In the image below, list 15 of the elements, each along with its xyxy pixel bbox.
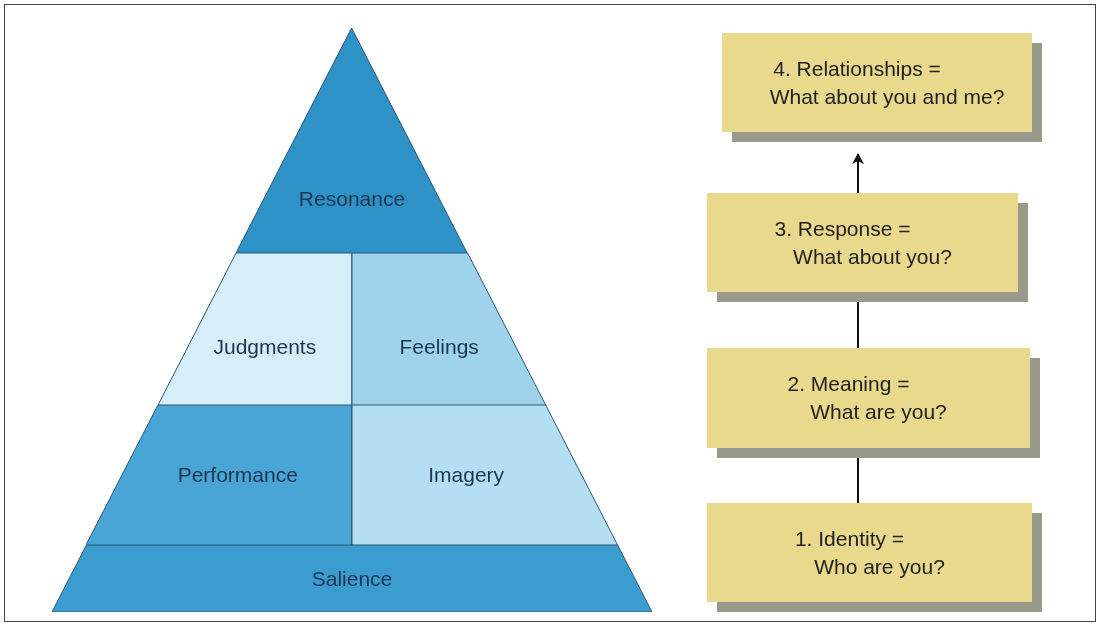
step-question: What about you? (793, 243, 952, 270)
step-title: 2. Meaning = (787, 371, 910, 397)
segment-label: Performance (177, 463, 298, 487)
segment-label: Resonance (298, 187, 406, 211)
step-title: 4. Relationships = (773, 55, 941, 82)
segment-label: Judgments (213, 335, 317, 360)
segment-label: Imagery (428, 463, 505, 487)
segment-label: Feelings (399, 335, 479, 360)
step-question: What are you? (810, 399, 947, 425)
step-question: What about you and me? (769, 83, 1005, 110)
step-title: 3. Response = (774, 215, 911, 242)
segment-label: Salience (311, 566, 393, 591)
arrow (852, 153, 864, 194)
step-question: Who are you? (814, 553, 945, 580)
step-title: 1. Identity = (794, 525, 905, 552)
